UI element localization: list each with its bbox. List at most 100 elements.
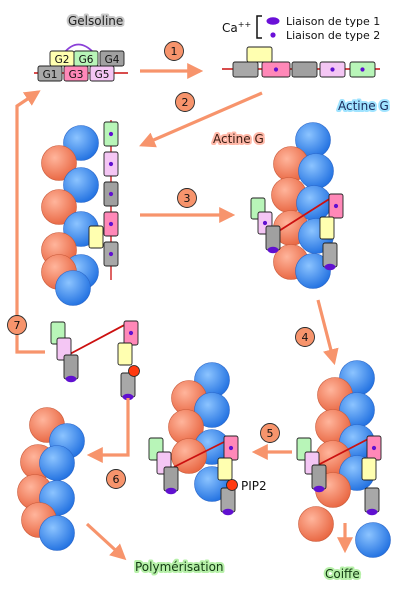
gelsolin-domain-g3 <box>366 435 382 461</box>
gelsolin-domain-g1 <box>120 372 136 401</box>
gelsolin-domain-g2 <box>117 342 133 366</box>
step-marker-6: 6 <box>106 469 126 489</box>
actine-g-label-mid: Actine G <box>213 132 264 146</box>
gelsolin-domain-g2 <box>88 225 104 249</box>
gelsolin-domain-g6 <box>349 61 376 78</box>
step-marker-2: 2 <box>175 92 195 112</box>
gelsoline-label: Gelsoline <box>68 14 123 28</box>
type2-bond-dot <box>330 67 335 72</box>
actin-monomer-blue <box>39 445 75 481</box>
gelsolin-domain-g3 <box>103 211 119 237</box>
type2-bond-dot <box>108 131 114 137</box>
domain-box <box>163 466 179 492</box>
actin-filaments <box>17 122 391 558</box>
link-line <box>173 437 233 468</box>
link-line <box>270 195 335 237</box>
step-number: 7 <box>14 319 21 332</box>
domain-box <box>319 216 335 240</box>
domain-box <box>361 457 377 481</box>
arrow-step-6 <box>86 398 130 463</box>
domain-box <box>88 225 104 249</box>
domain-box <box>220 487 236 513</box>
arrow-step-7 <box>15 90 45 354</box>
actin-monomer-blue <box>295 253 331 289</box>
gelsolin-domain-g4 <box>291 61 318 78</box>
gelsolin-domain-g1 <box>322 242 338 271</box>
step-number: 3 <box>184 192 191 205</box>
step-circle <box>177 188 197 208</box>
domain-label: G3 <box>69 69 84 81</box>
type2-bond-dot <box>371 445 377 451</box>
type1-bond-ellipse <box>122 393 134 401</box>
step-circle <box>106 469 126 489</box>
actin-monomer-red <box>41 145 77 181</box>
gelsolin-domain-g2 <box>361 457 377 481</box>
gelsolin-domain-g6: G6 <box>73 50 99 67</box>
domain-label: G2 <box>55 54 70 66</box>
domain-box <box>265 225 281 251</box>
type2-bond-dot <box>108 251 114 257</box>
step-number: 5 <box>267 427 274 440</box>
step-circle <box>260 423 280 443</box>
type2-bond-dot <box>228 445 234 451</box>
actin-monomer-blue <box>194 392 230 428</box>
legend-ion: Ca++ <box>222 20 251 35</box>
step-number: 4 <box>302 331 309 344</box>
step-number: 1 <box>171 45 178 58</box>
domain-box <box>117 342 133 366</box>
step-arrows <box>15 63 353 561</box>
actin-monomer-blue <box>63 167 99 203</box>
domain-box <box>291 61 318 78</box>
domain-label: G4 <box>105 54 120 66</box>
gelsolin-domain-g5 <box>103 151 119 177</box>
link-line <box>67 321 131 356</box>
gelsolin-domain-g1 <box>232 61 259 78</box>
gelsolin-domain-g4 <box>265 225 281 254</box>
domain-label: G1 <box>43 69 58 81</box>
step-circle <box>7 315 27 335</box>
domain-box <box>364 487 380 513</box>
gelsolin-domain-g6 <box>103 121 119 147</box>
coiffe-label: Coiffe <box>325 567 360 581</box>
actine-g-label-top: Actine G <box>338 99 389 113</box>
gelsolin-domain-g2: G2 <box>49 50 75 67</box>
domain-box <box>63 65 89 82</box>
type1-bond-symbol <box>266 17 280 25</box>
gelsolin-domain-g2 <box>217 457 233 481</box>
domain-box <box>37 65 63 82</box>
gelsolin-domain-g1 <box>103 241 119 267</box>
actin-monomer-red <box>41 189 77 225</box>
domain-box <box>232 61 259 78</box>
type2-bond-symbol <box>270 32 276 38</box>
type1-bond-ellipse <box>267 246 279 254</box>
domain-box <box>311 464 327 490</box>
actin-monomer-blue <box>355 522 391 558</box>
gelsolin-domain-g3: G3 <box>63 65 89 82</box>
gelsolin-domain-g1: G1 <box>37 65 63 82</box>
type1-bond-ellipse <box>222 508 234 516</box>
step-marker-5: 5 <box>260 423 280 443</box>
step-circle <box>295 327 315 347</box>
gelsolin-domain-g3 <box>223 435 239 461</box>
gelsolin-domain-g2 <box>246 46 273 63</box>
gelsolin-domain-g1 <box>220 487 236 516</box>
type2-bond-dot <box>108 161 114 167</box>
type2-bond-dot <box>333 203 339 209</box>
arrow-step-6-polymerisation <box>85 522 127 561</box>
legend-ion-charge: ++ <box>238 20 251 29</box>
step-circle <box>164 41 184 61</box>
gelsolin-domain-g5 <box>319 61 346 78</box>
type2-bond-dot <box>273 67 279 72</box>
domain-box <box>63 354 79 380</box>
domain-box <box>217 457 233 481</box>
arrow-step-4 <box>316 299 339 366</box>
step-markers: 1 2 3 4 5 6 7 <box>7 41 315 489</box>
gelsolin-domain-g5: G5 <box>89 65 115 82</box>
gelsolin-domain-g2 <box>319 216 335 240</box>
gelsolin-domain-g3 <box>328 193 344 219</box>
gelsolin-domain-g4 <box>311 464 327 493</box>
gelsolin-domain-g1 <box>364 487 380 516</box>
actin-monomer-blue <box>298 153 334 189</box>
